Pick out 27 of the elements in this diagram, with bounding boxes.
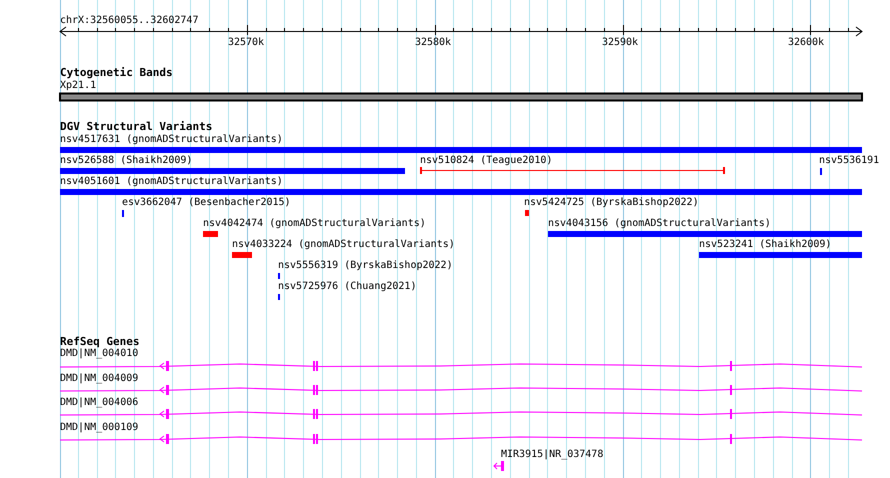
axis-tick-label: 32600k bbox=[788, 37, 824, 49]
variant-label: nsv4033224 (gnomADStructuralVariants) bbox=[232, 239, 455, 251]
gene-label: DMD|NM_000109 bbox=[60, 422, 138, 434]
variant-label: nsv510824 (Teague2010) bbox=[420, 155, 552, 167]
gene-label: DMD|NM_004009 bbox=[60, 373, 138, 385]
track-title: DGV Structural Variants bbox=[60, 121, 212, 133]
track-title: RefSeq Genes bbox=[60, 336, 140, 348]
track-title: Cytogenetic Bands bbox=[60, 67, 173, 79]
axis-tick-label: 32590k bbox=[602, 37, 638, 49]
variant-label: nsv5424725 (ByrskaBishop2022) bbox=[524, 197, 699, 209]
variant-label: nsv4043156 (gnomADStructuralVariants) bbox=[548, 218, 771, 230]
gene-label: MIR3915|NR_037478 bbox=[501, 449, 604, 461]
gene-label: DMD|NM_004006 bbox=[60, 397, 138, 409]
variant-label: esv3662047 (Besenbacher2015) bbox=[122, 197, 291, 209]
variant-label: nsv526588 (Shaikh2009) bbox=[60, 155, 192, 167]
gene-label: DMD|NM_004010 bbox=[60, 348, 138, 360]
variant-label: nsv4051601 (gnomADStructuralVariants) bbox=[60, 176, 283, 188]
axis-tick-label: 32570k bbox=[228, 37, 264, 49]
variant-label: nsv523241 (Shaikh2009) bbox=[699, 239, 832, 251]
axis-tick-label: 32580k bbox=[414, 37, 452, 49]
variant-label: nsv5725976 (Chuang2021) bbox=[278, 281, 416, 293]
variant-label: nsv5536191 bbox=[819, 155, 880, 167]
coordinate-label: chrX:32560055..32602747 bbox=[60, 15, 198, 27]
variant-label: nsv5556319 (ByrskaBishop2022) bbox=[278, 260, 453, 272]
variant-label: nsv4517631 (gnomADStructuralVariants) bbox=[60, 134, 283, 146]
band-label: Xp21.1 bbox=[60, 80, 96, 92]
variant-label: nsv4042474 (gnomADStructuralVariants) bbox=[203, 218, 426, 230]
